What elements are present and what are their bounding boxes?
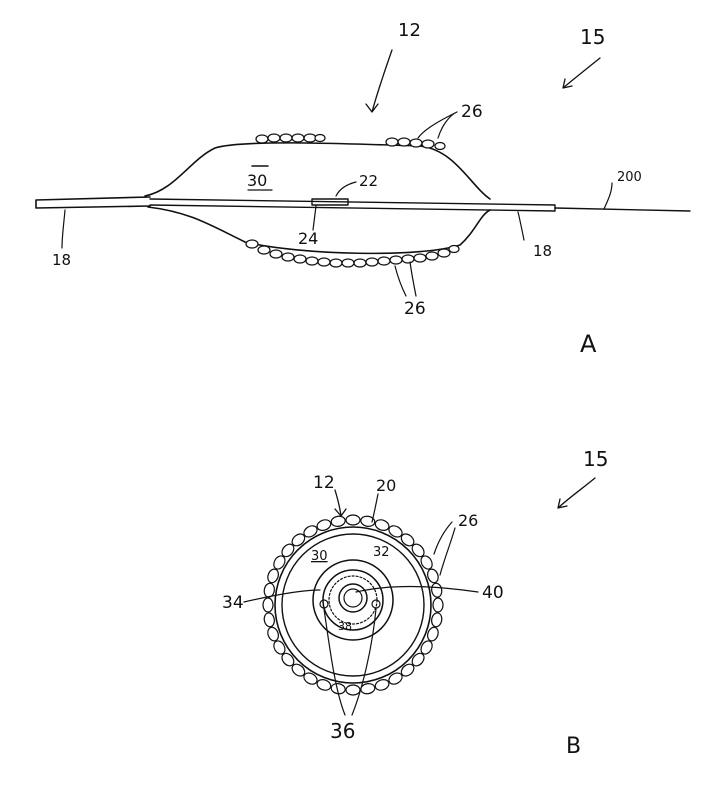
ref-label-40: 40 [482, 583, 504, 603]
bead-26 [330, 515, 346, 527]
beads-26-ring [263, 515, 443, 695]
balloon-wall-20-inner [282, 534, 424, 676]
bead-26 [431, 612, 443, 628]
ref-label-32: 32 [373, 545, 390, 560]
ref-label-20: 20 [376, 476, 396, 495]
figure-b: 12 20 15 26 30 32 34 40 38 36 B [222, 447, 608, 759]
leader-40 [356, 587, 478, 592]
ref-label-18-right: 18 [533, 242, 552, 260]
leader-24 [313, 206, 316, 230]
leader-26-b [434, 522, 455, 575]
ref-label-34: 34 [222, 593, 244, 613]
balloon-wall-20-outer [275, 527, 431, 683]
leader-arrow-15 [563, 58, 600, 88]
ref-label-18-left: 18 [52, 251, 71, 269]
ref-label-12: 12 [398, 20, 421, 41]
ref-label-36: 36 [330, 719, 355, 743]
ref-label-38: 38 [338, 620, 352, 633]
leader-200 [604, 183, 612, 209]
ref-label-24: 24 [298, 229, 318, 248]
ref-label-26-bottom: 26 [404, 299, 426, 319]
bead-26 [346, 685, 360, 695]
balloon-lower-outline [148, 207, 490, 253]
figure-label-a: A [580, 330, 597, 358]
ref-label-30-b: 30 [311, 549, 328, 564]
guidewire-200 [555, 208, 690, 211]
leader-arrow-12-b [335, 490, 346, 516]
beads-26-top-left [256, 134, 325, 143]
ref-label-26-b: 26 [458, 511, 478, 530]
leader-26-bottom [395, 262, 416, 296]
balloon-upper-outline [145, 143, 490, 199]
inner-ring-hatch [329, 576, 377, 624]
ref-label-15-b: 15 [583, 447, 608, 471]
leader-22 [336, 182, 356, 196]
bead-26 [433, 598, 443, 612]
catheter-shaft-inner [150, 199, 555, 211]
ref-label-30: 30 [247, 171, 267, 190]
ref-label-12-b: 12 [313, 473, 335, 493]
leader-arrow-12 [366, 50, 392, 112]
leader-26-top [418, 112, 457, 138]
bead-26 [431, 582, 443, 598]
leader-18-right [518, 212, 524, 240]
ref-label-22: 22 [359, 172, 378, 190]
bead-26 [263, 598, 273, 612]
catheter-shaft-left [36, 197, 150, 208]
guidewire-lumen-40 [339, 584, 367, 612]
bead-26 [263, 612, 275, 628]
port-36-right [372, 600, 380, 608]
bead-26 [346, 515, 360, 525]
figure-label-b: B [566, 734, 581, 759]
leader-arrow-15-b [558, 478, 595, 508]
leader-20 [372, 494, 378, 522]
leader-18-left [62, 210, 65, 248]
beads-26-top-right [386, 138, 445, 150]
ref-label-15: 15 [580, 25, 605, 49]
figure-a: 12 15 26 30 22 200 24 18 18 26 A [36, 20, 690, 358]
ref-label-26-top: 26 [461, 102, 483, 122]
ref-label-200: 200 [617, 170, 642, 185]
